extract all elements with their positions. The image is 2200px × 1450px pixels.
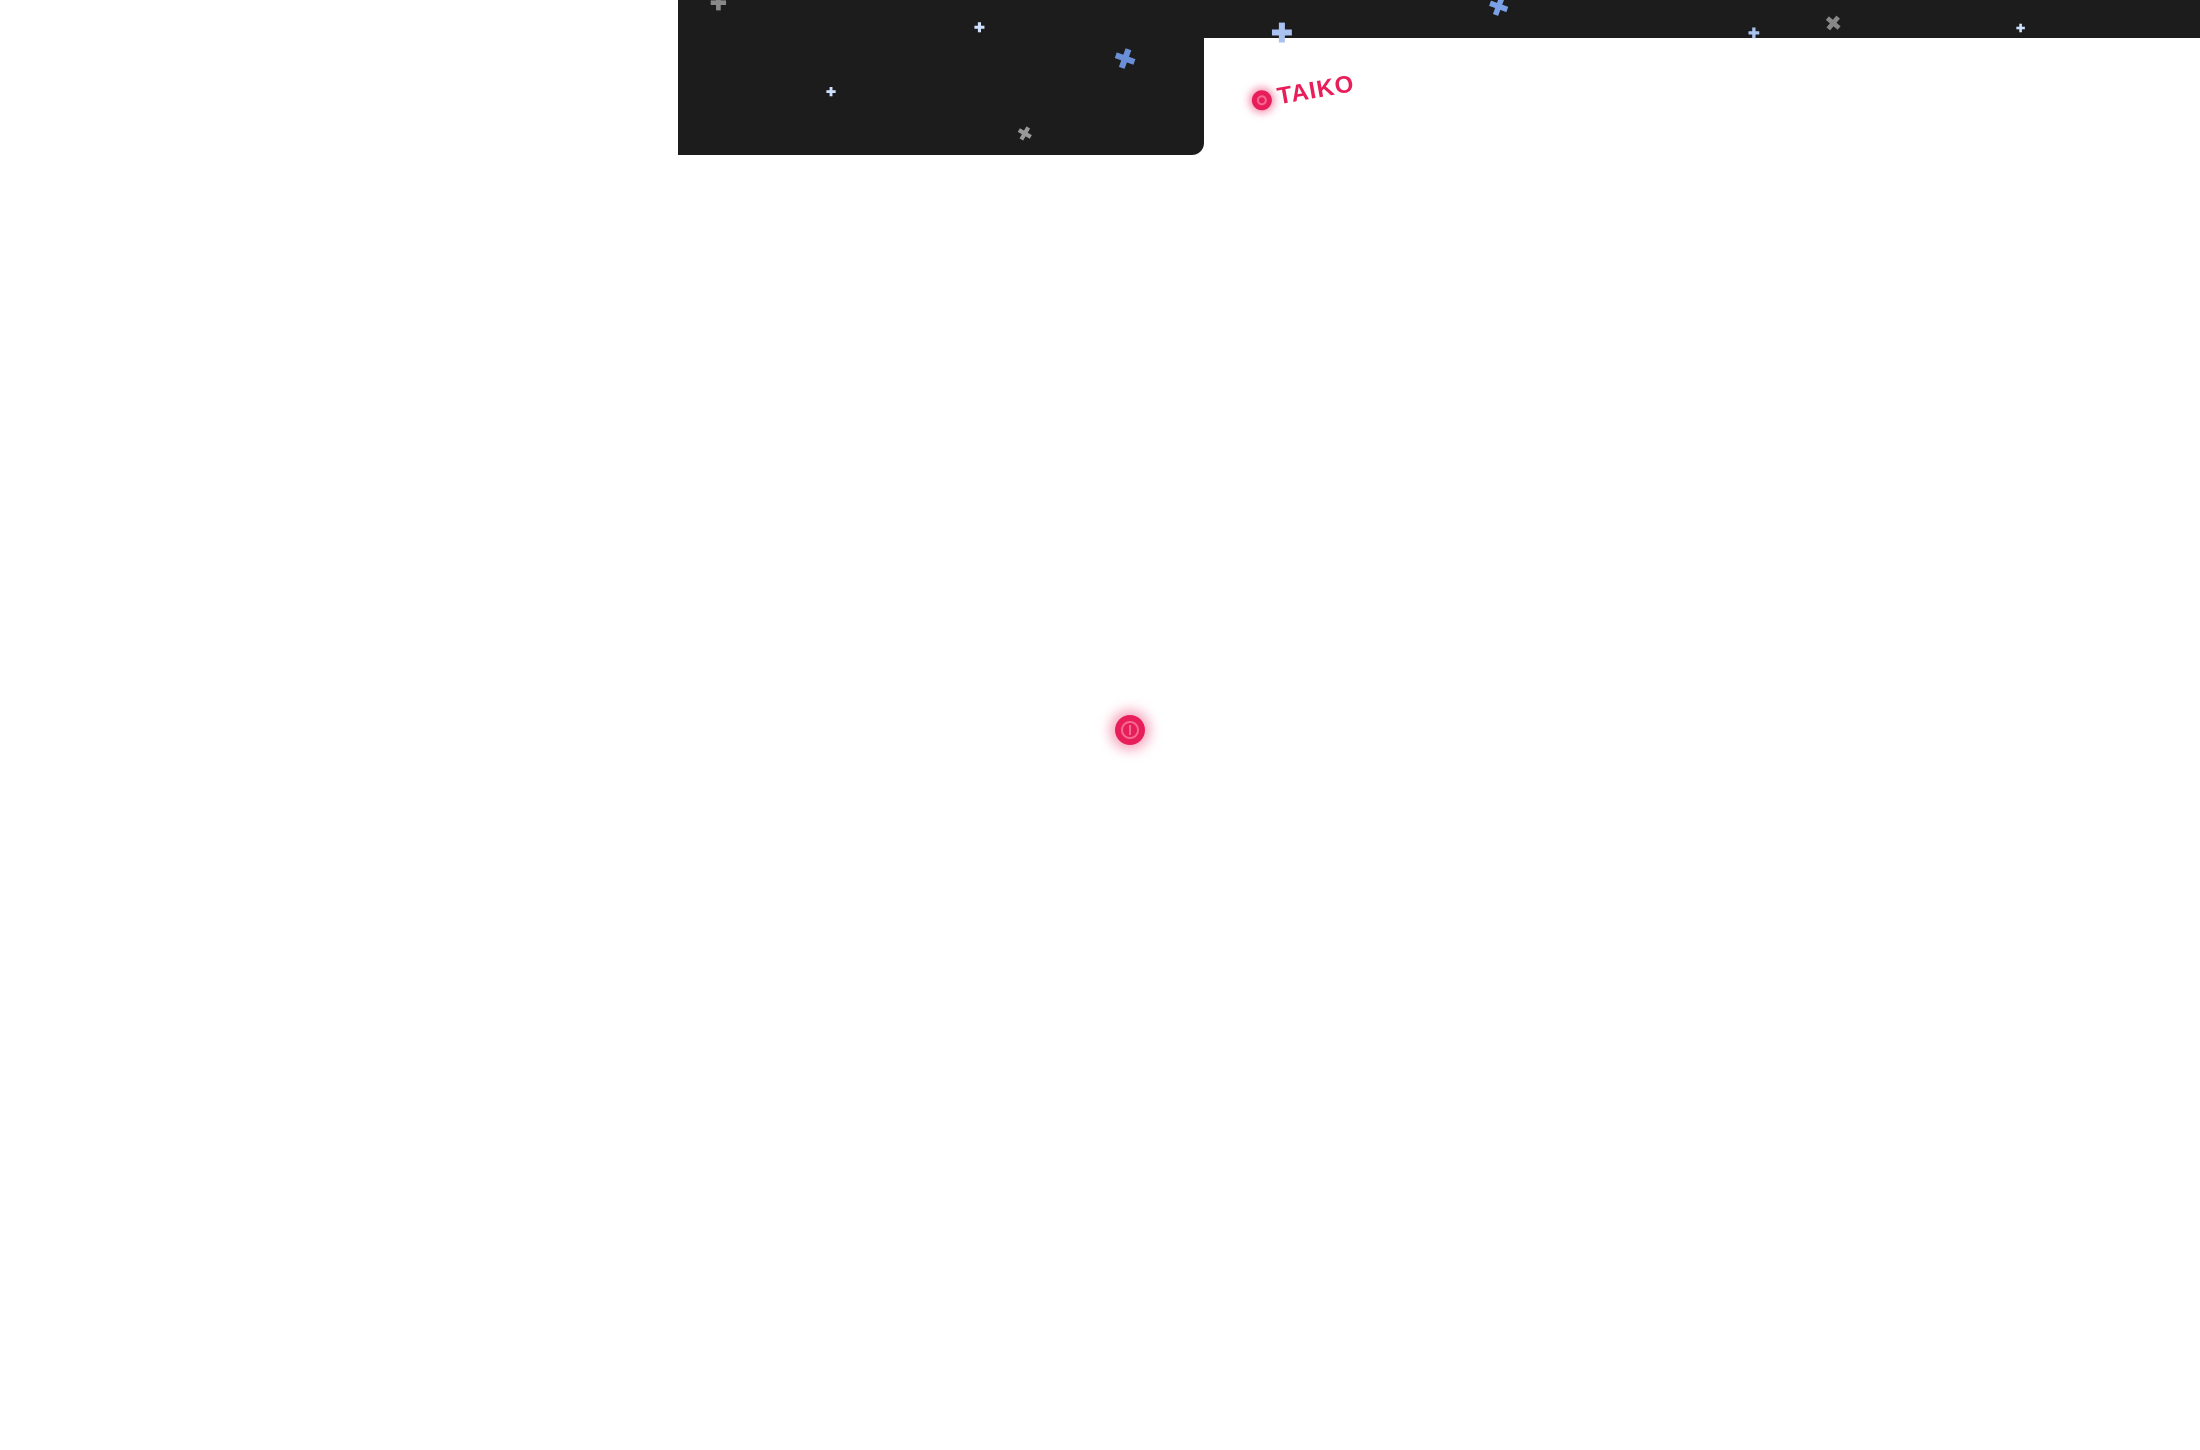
spinner-ring-icon	[1121, 721, 1139, 739]
star-icon: ✚	[1271, 18, 1293, 48]
taiko-logo-icon	[1250, 88, 1274, 112]
star-icon: ✚	[1748, 25, 1760, 41]
star-icon: ✚	[710, 0, 727, 15]
taiko-logo[interactable]: TAIKO	[1250, 70, 1357, 116]
star-icon: ✚	[974, 20, 985, 35]
star-icon: ✚	[826, 85, 837, 99]
header-dark-bar	[1204, 0, 2200, 38]
header-dark-panel	[678, 0, 1204, 155]
star-icon: ✚	[2016, 23, 2026, 35]
loading-spinner-icon	[1115, 715, 1145, 745]
logo-text: TAIKO	[1275, 70, 1357, 111]
